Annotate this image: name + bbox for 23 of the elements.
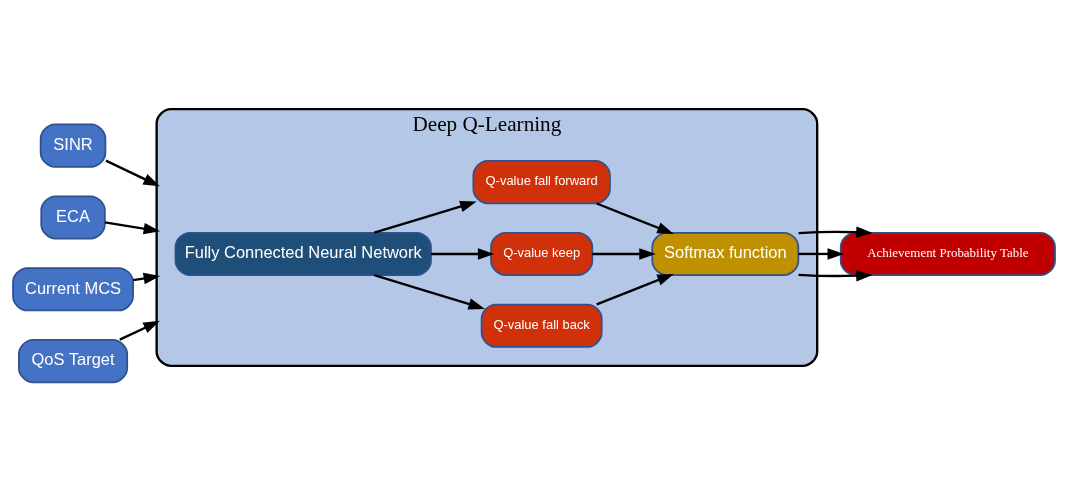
node-box: Fully Connected Neural Network	[174, 231, 432, 277]
node-box: Achievement Probability Table	[839, 231, 1056, 277]
arrow	[798, 226, 873, 238]
arrow	[592, 248, 656, 260]
arrow	[104, 221, 161, 235]
arrow	[596, 202, 674, 234]
arrow	[798, 248, 845, 260]
arrow	[119, 320, 160, 341]
node-box: Softmax function	[651, 231, 800, 277]
node-box: Q-value fall forward	[472, 160, 611, 205]
arrow	[431, 248, 495, 260]
node-box: Q-value keep	[490, 231, 594, 277]
node-box: Q-value fall back	[480, 303, 603, 348]
arrow	[596, 273, 674, 306]
arrow	[105, 159, 160, 187]
arrow	[798, 269, 873, 282]
node-box: SINR	[39, 123, 107, 168]
arrow	[373, 200, 477, 234]
node-box: ECA	[40, 195, 106, 240]
node-box: QoS Target	[18, 339, 129, 384]
node-box: Current MCS	[12, 267, 134, 312]
arrow	[373, 274, 485, 310]
arrow	[133, 272, 161, 285]
